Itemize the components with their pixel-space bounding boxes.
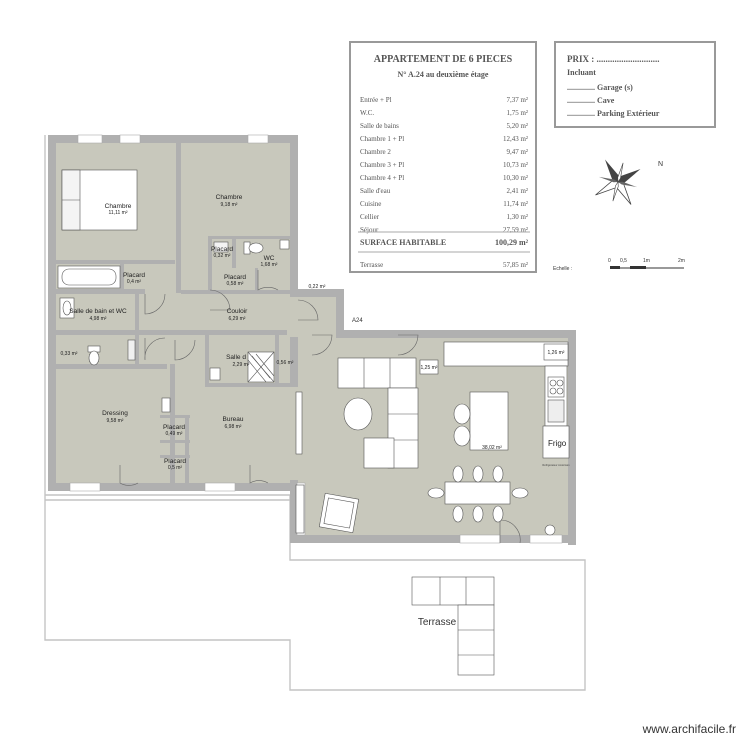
sofa-icon <box>337 357 419 469</box>
room-salle-eau-name: Salle d <box>226 354 246 361</box>
scale-tick-0: 0 <box>608 258 611 264</box>
scale-bar: Echelle : 0 0,5 1m 2m <box>553 258 685 272</box>
table-row-value: 10,73 m² <box>503 161 528 169</box>
terrasse-label: Terrasse <box>360 261 383 269</box>
compass-north-label: N <box>658 161 663 168</box>
room-chambre-1-area: 11,11 m² <box>109 210 128 216</box>
room-placard-5-name: Placard <box>164 458 186 465</box>
table-row-label: Séjour <box>360 226 379 234</box>
room-placard-2-area: 0,32 m² <box>214 253 231 259</box>
doors <box>119 270 521 544</box>
room-placard-5-area: 0,5 m² <box>168 465 183 471</box>
room-placard-1-area: 0,4 m² <box>127 279 142 285</box>
table-row-label: Chambre 1 + Pl <box>360 135 404 143</box>
scale-tick-05: 0,5 <box>620 258 627 264</box>
room-placard-1-name: Placard <box>123 272 145 279</box>
table-row-label: Salle de bains <box>360 122 399 130</box>
price-label: PRIX : ............................ <box>567 54 660 64</box>
terrace-sofa-icon <box>411 576 495 676</box>
scale-tick-1m: 1m <box>643 258 650 264</box>
price-incluant: Incluant <box>567 68 596 77</box>
table-row-value: 5,20 m² <box>506 122 528 130</box>
watermark: www.archifacile.fr <box>642 722 736 736</box>
bathtub-icon <box>57 265 121 289</box>
room-wc-name: WC <box>264 255 275 262</box>
table-row-value: 1,75 m² <box>506 109 528 117</box>
bed-icon <box>61 169 138 231</box>
fridge-small-label: Réfrigérateur Américain <box>542 463 570 467</box>
table-row-value: 10,30 m² <box>503 174 528 182</box>
room-placard-4-name: Placard <box>163 424 185 431</box>
room-chambre-2-area: 9,18 m² <box>221 202 238 208</box>
shower-icon <box>247 351 275 383</box>
armchair-icon <box>318 492 360 534</box>
table-row-label: Chambre 3 + Pl <box>360 161 404 169</box>
table-row-label: Chambre 4 + Pl <box>360 174 404 182</box>
room-sdb-area: 4,98 m² <box>90 316 107 322</box>
area-125: 1,25 m² <box>421 365 438 371</box>
sink-icon <box>59 297 75 319</box>
table-title: APPARTEMENT DE 6 PIECES <box>374 54 513 65</box>
area-126: 1,26 m² <box>548 350 565 356</box>
room-bureau-area: 6,98 m² <box>225 424 242 430</box>
table-row-label: Salle d'eau <box>360 187 391 195</box>
scale-tick-2m: 2m <box>678 258 685 264</box>
table-row-label: Cuisine <box>360 200 381 208</box>
compass-rose-icon <box>595 159 641 205</box>
area-022: 0,22 m² <box>309 284 326 290</box>
area-056: 0,56 m² <box>277 360 294 366</box>
price-box: PRIX : ............................ Incl… <box>554 41 716 128</box>
table-row-label: W.C. <box>360 109 374 117</box>
table-row-value: 27,59 m² <box>503 226 528 234</box>
room-placard-3-name: Placard <box>224 274 246 281</box>
table-row-label: Cellier <box>360 213 380 221</box>
terrasse-label: Terrasse <box>418 617 457 628</box>
wc-toilet-icon <box>243 241 264 255</box>
room-couloir-area: 6,29 m² <box>229 316 246 322</box>
unit-ref-label: A24 <box>352 318 363 324</box>
area-table: APPARTEMENT DE 6 PIECES N° A.24 au deuxi… <box>349 41 537 273</box>
price-item-cave: .............. Cave <box>567 96 615 105</box>
table-row-value: 9,47 m² <box>506 148 528 156</box>
scale-label: Echelle : <box>553 266 572 272</box>
kitchen-island-icon <box>453 391 509 451</box>
toilet-icon <box>87 345 101 366</box>
room-wc-area: 1,68 m² <box>261 262 278 268</box>
table-row-label: Chambre 2 <box>360 148 391 156</box>
table-row-value: 1,30 m² <box>506 213 528 221</box>
area-033: 0,33 m² <box>61 351 78 357</box>
room-placard-3-area: 0,58 m² <box>227 281 244 287</box>
furniture <box>57 169 570 676</box>
price-item-parking: .............. Parking Extérieur <box>567 109 660 118</box>
room-dressing-name: Dressing <box>102 410 128 417</box>
room-couloir-name: Couloir <box>227 308 248 315</box>
price-item-garage: .............. Garage (s) <box>567 83 633 92</box>
surface-label: SURFACE HABITABLE <box>360 238 446 247</box>
room-placard-4-area: 0,49 m² <box>166 431 183 437</box>
room-chambre-1-name: Chambre <box>105 203 132 210</box>
room-sdb-name: Salle de bain et WC <box>69 308 127 315</box>
table-subtitle: N° A.24 au deuxième étage <box>398 70 489 79</box>
walls <box>48 135 576 545</box>
room-dressing-area: 9,58 m² <box>107 418 124 424</box>
table-row-label: Entrée + Pl <box>360 96 392 104</box>
room-salle-eau-area: 2,29 m² <box>233 362 250 368</box>
area-3802: 38,02 m² <box>482 445 502 451</box>
room-labels: Chambre 11,11 m² Chambre 9,18 m² Placard… <box>61 194 571 628</box>
table-row-value: 7,37 m² <box>506 96 528 104</box>
surface-value: 100,29 m² <box>495 238 529 247</box>
dining-table-icon <box>427 465 529 523</box>
frigo-label: Frigo <box>548 439 567 448</box>
table-row-value: 2,41 m² <box>506 187 528 195</box>
room-bureau-name: Bureau <box>223 416 244 423</box>
fridge-icon <box>542 425 570 459</box>
terrace-outline <box>44 135 586 691</box>
room-chambre-2-name: Chambre <box>216 194 243 201</box>
table-row-value: 12,43 m² <box>503 135 528 143</box>
table-row-value: 11,74 m² <box>503 200 528 208</box>
terrasse-value: 57,85 m² <box>503 261 528 269</box>
room-placard-2-name: Placard <box>211 246 233 253</box>
